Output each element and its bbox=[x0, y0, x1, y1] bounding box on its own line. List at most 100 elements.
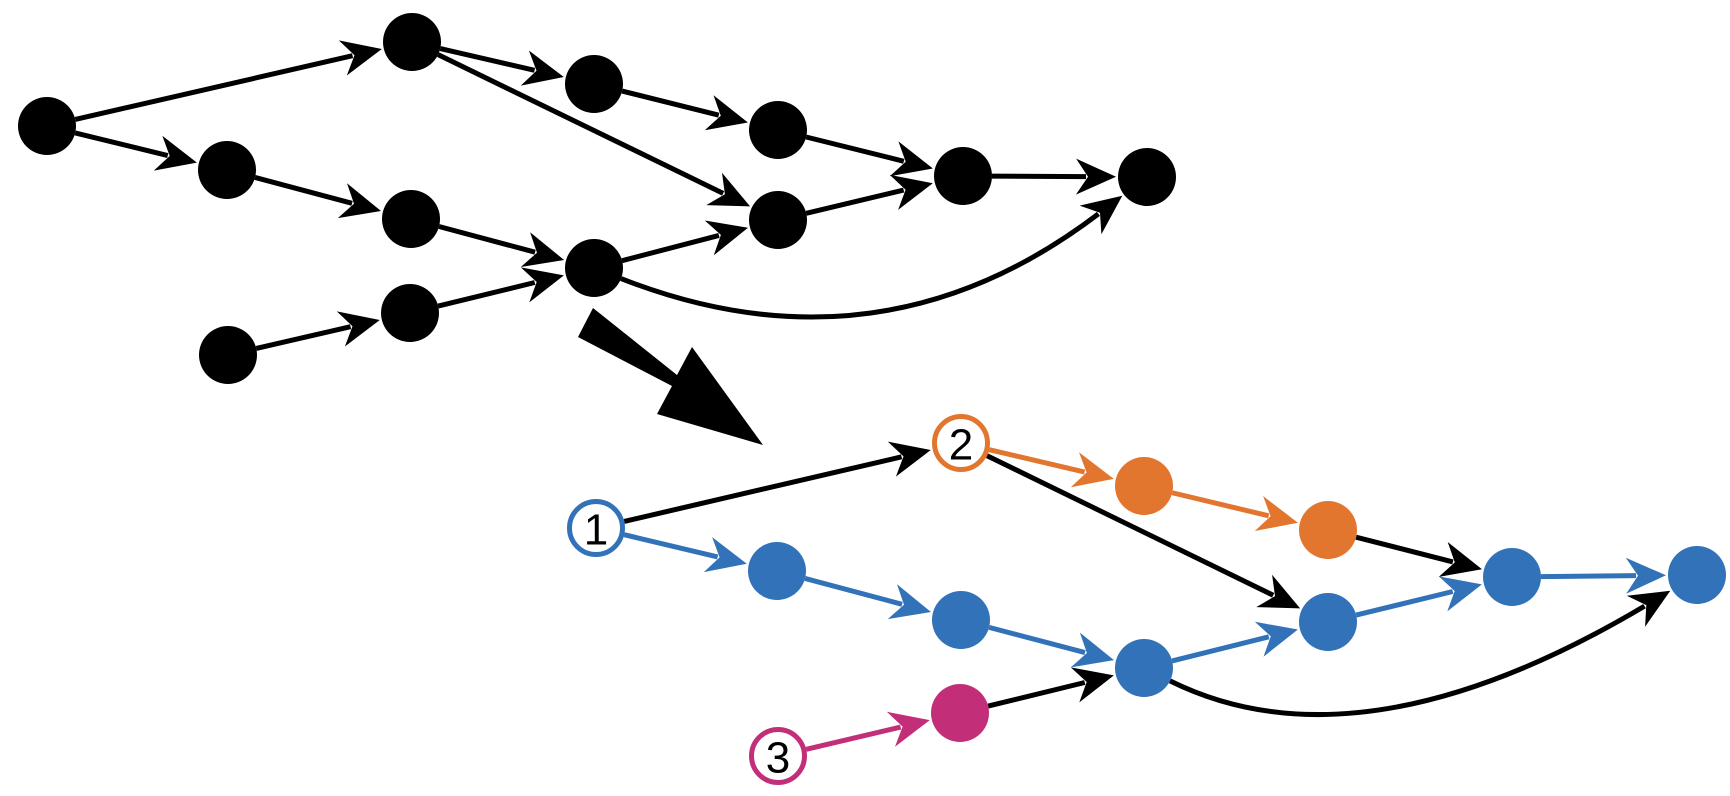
top-edge-t11-t12-arrowhead bbox=[336, 311, 380, 347]
top-node-t11 bbox=[199, 326, 257, 384]
bottom-edge-b7-b8-line bbox=[988, 624, 1086, 655]
top-edge-t5-t7-arrowhead bbox=[889, 141, 933, 177]
bottom-node-b5-dot bbox=[1299, 501, 1357, 559]
bottom-edge-b1-b6-arrowhead bbox=[703, 537, 747, 573]
bottom-node-b12 bbox=[931, 684, 989, 742]
bottom-edge-b2-b4-arrowhead bbox=[1070, 452, 1114, 488]
bottom-node-b9-dot bbox=[1299, 593, 1357, 651]
top-node-t8 bbox=[1118, 148, 1176, 206]
top-node-t3 bbox=[198, 141, 256, 199]
bottom-node-b9 bbox=[1299, 593, 1357, 651]
top-edge-t1-t3 bbox=[74, 130, 197, 171]
bottom-node-b6 bbox=[748, 542, 806, 600]
bottom-edge-b3-b12 bbox=[805, 711, 930, 752]
bottom-edge-b10-b11-line bbox=[1540, 573, 1637, 580]
bottom-edge-b4-b5 bbox=[1171, 490, 1298, 531]
bottom-edge-b10-b11 bbox=[1540, 557, 1666, 594]
top-edge-t7-t8-line bbox=[991, 173, 1087, 180]
bottom-node-b1-ring bbox=[567, 499, 625, 557]
bottom-edge-b2-b9 bbox=[985, 453, 1301, 609]
top-edge-t10-t6-line bbox=[621, 232, 720, 264]
bottom-node-b3-label: 3 bbox=[766, 734, 790, 783]
bottom-edge-b8-b9-line bbox=[1171, 634, 1270, 664]
top-edge-t2-t4-arrowhead bbox=[520, 50, 564, 86]
bottom-edge-b8-b9-arrowhead bbox=[1254, 621, 1298, 657]
top-edge-t2-t6-arrowhead bbox=[706, 172, 751, 207]
top-edge-t3-t9-arrowhead bbox=[337, 183, 381, 219]
bottom-node-b12-dot bbox=[931, 684, 989, 742]
top-edge-t10-t8 bbox=[620, 195, 1123, 320]
bottom-edge-b3-b12-line bbox=[805, 724, 902, 752]
top-node-t10 bbox=[565, 239, 623, 297]
top-edge-t11-t12-line bbox=[255, 324, 352, 351]
top-edge-t2-t4 bbox=[439, 46, 564, 86]
top-edge-t10-t6 bbox=[621, 220, 748, 264]
bottom-node-b6-dot bbox=[748, 542, 806, 600]
bottom-node-b4-dot bbox=[1115, 457, 1173, 515]
top-edge-t4-t5-line bbox=[621, 88, 720, 118]
top-node-t1 bbox=[18, 97, 76, 155]
bottom-edge-b2-b4 bbox=[988, 447, 1114, 488]
top-edge-t10-t8-line bbox=[620, 211, 1100, 320]
top-edge-t10-t6-arrowhead bbox=[704, 220, 748, 256]
top-edge-t1-t3-line bbox=[74, 130, 169, 158]
top-node-t6 bbox=[749, 191, 807, 249]
top-edge-t5-t7-line bbox=[805, 134, 905, 164]
bottom-node-b1: 1 bbox=[567, 499, 625, 557]
top-edge-t12-t10-line bbox=[437, 280, 536, 309]
bottom-edge-b6-b7-line bbox=[804, 576, 903, 607]
bottom-edge-b1-b2-arrowhead bbox=[887, 441, 931, 477]
bottom-node-b1-label: 1 bbox=[584, 506, 608, 555]
bottom-node-b10 bbox=[1483, 548, 1541, 606]
bottom-node-b2: 2 bbox=[932, 414, 990, 472]
bottom-node-b7-dot bbox=[932, 591, 990, 649]
bottom-edge-b5-b10-line bbox=[1355, 534, 1454, 565]
top-edge-t3-t9 bbox=[254, 175, 381, 219]
top-edge-t6-t7-arrowhead bbox=[889, 174, 933, 210]
top-edge-t9-t10 bbox=[438, 224, 565, 267]
bottom-edge-b5-b10 bbox=[1355, 534, 1482, 577]
top-edge-t1-t3-arrowhead bbox=[153, 135, 197, 171]
top-edge-t3-t9-line bbox=[254, 175, 353, 206]
bottom-edge-b8-b9 bbox=[1171, 621, 1298, 664]
bottom-edge-b7-b8 bbox=[988, 624, 1114, 668]
top-edge-t2-t6 bbox=[436, 52, 751, 207]
bottom-node-b7 bbox=[932, 591, 990, 649]
bottom-node-b5 bbox=[1299, 501, 1357, 559]
bottom-edge-b2-b4-line bbox=[988, 447, 1086, 475]
bottom-edge-b7-b8-arrowhead bbox=[1070, 632, 1114, 668]
top-edge-t10-t8-arrowhead bbox=[1079, 195, 1123, 235]
bottom-edge-b8-b11-arrowhead bbox=[1626, 590, 1671, 627]
top-edge-t9-t10-line bbox=[438, 224, 536, 255]
bottom-edge-b3-b12-arrowhead bbox=[886, 711, 930, 747]
bottom-node-b11 bbox=[1668, 546, 1726, 604]
bottom-edge-b8-b11-line bbox=[1168, 603, 1646, 718]
top-edge-t6-t7-line bbox=[805, 187, 905, 216]
top-edge-t1-t2-line bbox=[74, 53, 354, 122]
bottom-edge-b8-b11 bbox=[1168, 590, 1671, 718]
top-edge-t2-t6-line bbox=[436, 52, 725, 196]
bottom-edge-b6-b7-arrowhead bbox=[887, 584, 931, 620]
bottom-node-b10-dot bbox=[1483, 548, 1541, 606]
bottom-node-b3-ring bbox=[749, 727, 807, 785]
top-edge-t7-t8 bbox=[991, 158, 1116, 195]
bottom-edge-b4-b5-line bbox=[1171, 490, 1270, 519]
bottom-edge-b9-b10-arrowhead bbox=[1438, 576, 1482, 612]
top-edge-t9-t10-arrowhead bbox=[520, 232, 565, 267]
top-node-t9 bbox=[382, 190, 440, 248]
top-edge-t4-t5-arrowhead bbox=[704, 95, 748, 131]
bottom-edge-b1-b6-line bbox=[623, 532, 719, 560]
edges-layer bbox=[74, 40, 1671, 752]
bottom-edge-b5-b10-arrowhead bbox=[1438, 542, 1482, 577]
bottom-edge-b12-b8-arrowhead bbox=[1070, 667, 1114, 703]
bottom-edge-b2-b9-line bbox=[985, 453, 1275, 598]
top-edge-t2-t4-line bbox=[439, 46, 536, 73]
top-node-t5 bbox=[749, 101, 807, 159]
bottom-node-b8 bbox=[1115, 639, 1173, 697]
bottom-edge-b1-b2-line bbox=[623, 454, 903, 524]
top-edge-t12-t10 bbox=[437, 267, 564, 309]
top-edge-t1-t2 bbox=[74, 40, 382, 122]
top-edge-t11-t12 bbox=[255, 311, 380, 351]
top-node-t12 bbox=[381, 284, 439, 342]
